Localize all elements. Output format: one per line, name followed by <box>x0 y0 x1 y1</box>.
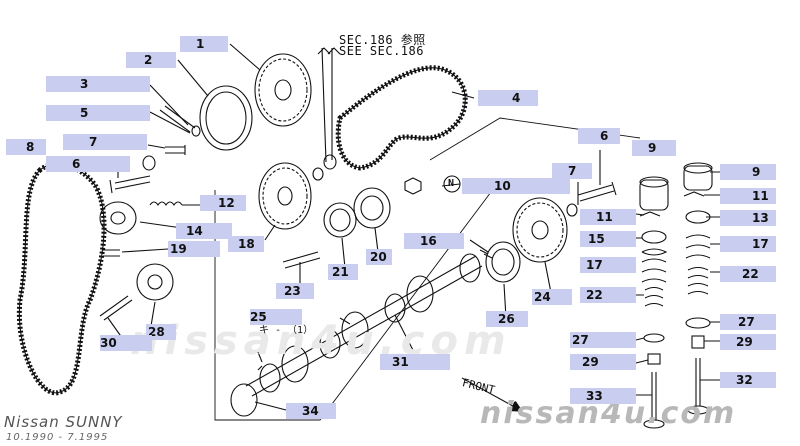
callout-1[interactable]: 1 <box>180 36 228 52</box>
callout-22-left[interactable]: 22 <box>580 287 636 303</box>
callout-18[interactable]: 18 <box>228 236 264 252</box>
callout-14[interactable]: 14 <box>176 223 232 239</box>
callout-24[interactable]: 24 <box>532 289 572 305</box>
callout-9-right[interactable]: 9 <box>720 164 776 180</box>
callout-5[interactable]: 5 <box>46 105 150 121</box>
valve-set-right <box>683 162 713 415</box>
callout-29-right[interactable]: 29 <box>720 334 776 350</box>
sec-reference-jp: SEC.186 参照 <box>339 33 426 47</box>
callout-11-left[interactable]: 11 <box>580 209 636 225</box>
key-note: キ - （1） <box>259 325 314 336</box>
sprocket-1 <box>254 53 312 127</box>
camshaft-31 <box>245 253 483 397</box>
idler-28 <box>136 263 174 301</box>
callout-27-left[interactable]: 27 <box>570 332 636 348</box>
valve-set-left <box>639 176 669 429</box>
callout-15[interactable]: 15 <box>580 231 636 247</box>
callout-4[interactable]: 4 <box>478 90 538 106</box>
callout-17-left[interactable]: 17 <box>580 257 636 273</box>
callout-33[interactable]: 33 <box>570 388 636 404</box>
back-plate-2 <box>199 85 253 151</box>
tensioner-14 <box>99 201 137 235</box>
callout-12[interactable]: 12 <box>200 195 246 211</box>
callout-2[interactable]: 2 <box>126 52 176 68</box>
callout-29-left[interactable]: 29 <box>570 354 636 370</box>
callout-7-left[interactable]: 7 <box>63 134 147 150</box>
callout-25[interactable]: 25 <box>250 309 302 325</box>
callout-11-right[interactable]: 11 <box>720 188 776 204</box>
callout-32[interactable]: 32 <box>720 372 776 388</box>
callout-23[interactable]: 23 <box>276 283 314 299</box>
sec-reference-en: SEE SEC.186 <box>339 44 424 58</box>
watermark-faint: nissan4u.com <box>130 318 512 364</box>
circle-n-mark: N <box>448 178 455 189</box>
callout-9-left[interactable]: 9 <box>632 140 676 156</box>
callout-20[interactable]: 20 <box>366 249 392 265</box>
timing-belt-left <box>16 161 107 396</box>
callout-13[interactable]: 13 <box>720 210 776 226</box>
callout-27-right[interactable]: 27 <box>720 314 776 330</box>
callout-6-right[interactable]: 6 <box>578 128 620 144</box>
callout-22-right[interactable]: 22 <box>720 266 776 282</box>
callout-19[interactable]: 19 <box>168 241 220 257</box>
timing-belt-top <box>335 65 468 171</box>
callout-21[interactable]: 21 <box>328 264 358 280</box>
callout-26[interactable]: 26 <box>486 311 528 327</box>
callout-3[interactable]: 3 <box>46 76 150 92</box>
sprocket-18 <box>258 162 312 230</box>
callout-28[interactable]: 28 <box>146 324 176 340</box>
callout-34[interactable]: 34 <box>286 403 336 419</box>
callout-16[interactable]: 16 <box>404 233 464 249</box>
callout-30[interactable]: 30 <box>100 335 152 351</box>
car-model: Nissan SUNNY <box>4 413 123 431</box>
sprocket-24 <box>512 197 568 263</box>
callout-8[interactable]: 8 <box>6 139 46 155</box>
callout-6-left[interactable]: 6 <box>46 156 130 172</box>
callout-17-right[interactable]: 17 <box>720 236 776 252</box>
callout-31[interactable]: 31 <box>380 354 450 370</box>
callout-10[interactable]: 10 <box>462 178 570 194</box>
production-dates: 10.1990 - 7.1995 <box>6 432 109 443</box>
callout-7-right[interactable]: 7 <box>552 163 592 179</box>
